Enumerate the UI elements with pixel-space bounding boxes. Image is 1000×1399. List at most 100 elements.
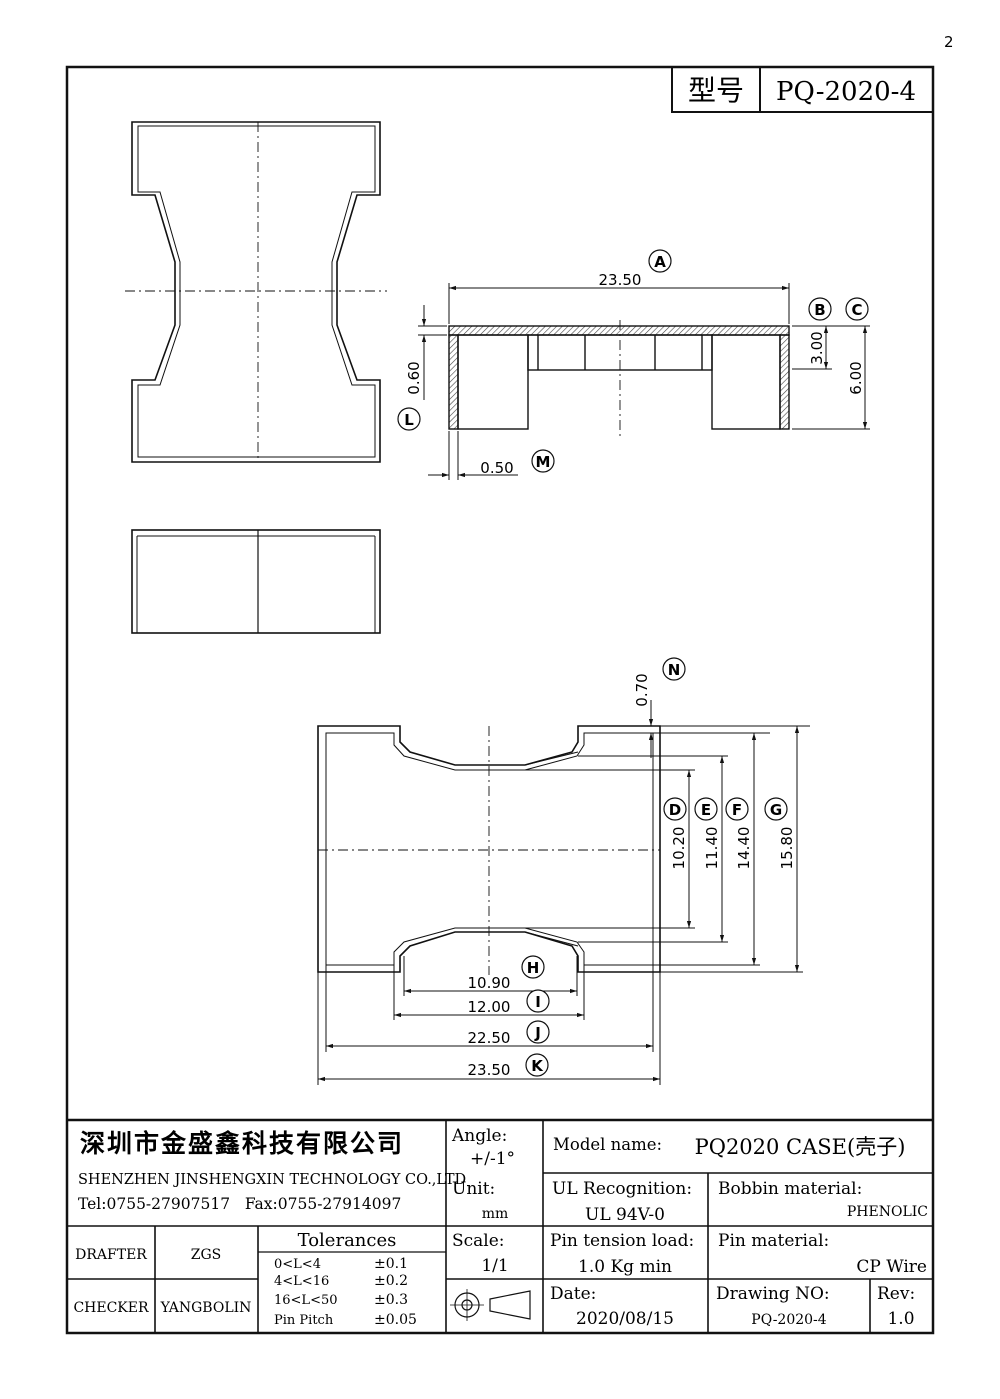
bubble-L: L	[397, 407, 421, 431]
unit-label: Unit:	[452, 1179, 495, 1199]
drawing-no-value: PQ-2020-4	[751, 1312, 827, 1328]
svg-text:K: K	[531, 1057, 544, 1075]
dim-N-value: 0.70	[633, 673, 651, 706]
dim-H-value: 10.90	[468, 974, 511, 992]
dim-C-value: 6.00	[847, 361, 865, 394]
dim-M-value: 0.50	[480, 459, 513, 477]
ul-value: UL 94V-0	[585, 1205, 665, 1225]
model-name-value: PQ2020 CASE(壳子)	[695, 1135, 906, 1159]
dim-M	[428, 431, 518, 480]
rev-label: Rev:	[877, 1284, 915, 1304]
model-name-label: Model name:	[553, 1135, 662, 1154]
pin-material-label: Pin material:	[718, 1231, 829, 1251]
top-view-outline	[125, 121, 387, 463]
rev-value: 1.0	[887, 1309, 914, 1329]
pin-material-value: CP Wire	[856, 1257, 927, 1277]
svg-text:H: H	[527, 959, 540, 977]
company-name-en: SHENZHEN JINSHENGXIN TECHNOLOGY CO.,LTD	[78, 1172, 466, 1188]
tol-range-1: 4<L<16	[274, 1274, 329, 1289]
dim-G	[660, 726, 803, 973]
unit-value: mm	[482, 1206, 509, 1222]
dim-E-value: 11.40	[703, 827, 721, 870]
dim-L-value: 0.60	[405, 361, 423, 394]
title-block-grid	[67, 1118, 933, 1333]
dim-N	[648, 700, 810, 758]
dim-I	[393, 965, 585, 1020]
bubble-G: G	[764, 797, 788, 821]
dim-D-value: 10.20	[670, 827, 688, 870]
checker-label: CHECKER	[73, 1300, 149, 1316]
bubble-A: A	[648, 249, 672, 273]
bobbin-label: Bobbin material:	[718, 1179, 862, 1199]
company-name-cn: 深圳市金盛鑫科技有限公司	[80, 1129, 404, 1158]
dim-E	[578, 755, 728, 943]
type-label: 型号	[688, 74, 744, 107]
scale-label: Scale:	[452, 1231, 505, 1251]
bubble-D: D	[663, 797, 687, 821]
svg-text:L: L	[404, 411, 414, 429]
projection-symbol-icon	[450, 1289, 531, 1321]
svg-text:N: N	[668, 661, 681, 679]
dim-A-value: 23.50	[599, 271, 642, 289]
tol-value-3: ±0.05	[374, 1312, 417, 1328]
angle-value: +/-1°	[470, 1149, 515, 1169]
company-contact: Tel:0755-27907517 Fax:0755-27914097	[78, 1195, 401, 1213]
dim-J	[325, 965, 654, 1052]
svg-text:I: I	[535, 993, 541, 1011]
side-view	[131, 529, 381, 634]
type-box: 型号 PQ-2020-4	[671, 66, 934, 113]
dim-A	[448, 283, 790, 324]
svg-text:M: M	[536, 453, 551, 471]
dim-L	[418, 305, 447, 400]
bubble-B: B	[808, 297, 832, 321]
tol-value-2: ±0.3	[374, 1292, 408, 1308]
dim-G-value: 15.80	[778, 827, 796, 870]
dim-B	[792, 325, 870, 370]
svg-text:C: C	[851, 301, 862, 319]
dim-B-value: 3.00	[808, 331, 826, 364]
bubble-N: N	[662, 657, 686, 681]
dim-K	[317, 972, 661, 1085]
scale-value: 1/1	[481, 1256, 508, 1276]
date-label: Date:	[550, 1284, 596, 1304]
drafter-value: ZGS	[191, 1247, 222, 1263]
dim-I-value: 12.00	[468, 998, 511, 1016]
svg-text:B: B	[814, 301, 825, 319]
tol-value-1: ±0.2	[374, 1273, 408, 1289]
dim-J-value: 22.50	[468, 1029, 511, 1047]
svg-text:D: D	[669, 801, 681, 819]
svg-text:F: F	[732, 801, 742, 819]
bubble-K: K	[525, 1053, 549, 1077]
svg-text:E: E	[701, 801, 711, 819]
svg-text:G: G	[770, 801, 782, 819]
drawing-no-label: Drawing NO:	[716, 1284, 830, 1304]
tol-range-0: 0<L<4	[274, 1257, 321, 1272]
angle-label: Angle:	[451, 1126, 507, 1146]
svg-text:A: A	[654, 253, 666, 271]
tol-range-3: Pin Pitch	[274, 1313, 334, 1328]
dim-D	[525, 769, 695, 929]
checker-value: YANGBOLIN	[160, 1300, 252, 1316]
dim-H	[403, 956, 578, 996]
bubble-E: E	[694, 797, 718, 821]
dim-F-value: 14.40	[735, 827, 753, 870]
drafter-label: DRAFTER	[75, 1247, 147, 1263]
tolerances-title: Tolerances	[298, 1230, 397, 1251]
type-value: PQ-2020-4	[776, 77, 916, 107]
pin-tension-label: Pin tension load:	[550, 1231, 694, 1251]
svg-text:J: J	[534, 1024, 541, 1042]
page-marker: 2	[944, 33, 954, 51]
bubble-F: F	[725, 797, 749, 821]
bubble-M: M	[531, 449, 555, 473]
dim-F	[653, 732, 760, 966]
section-view	[448, 320, 790, 440]
bubble-H: H	[521, 955, 545, 979]
bobbin-value: PHENOLIC	[847, 1204, 928, 1220]
dim-K-value: 23.50	[468, 1061, 511, 1079]
sheet-border	[65, 65, 935, 1335]
tol-value-0: ±0.1	[374, 1256, 408, 1272]
tolerance-rows: 0<L<4 ±0.1 4<L<16 ±0.2 16<L<50 ±0.3 Pin …	[274, 1256, 417, 1328]
pin-tension-value: 1.0 Kg min	[578, 1257, 672, 1277]
date-value: 2020/08/15	[576, 1309, 674, 1329]
